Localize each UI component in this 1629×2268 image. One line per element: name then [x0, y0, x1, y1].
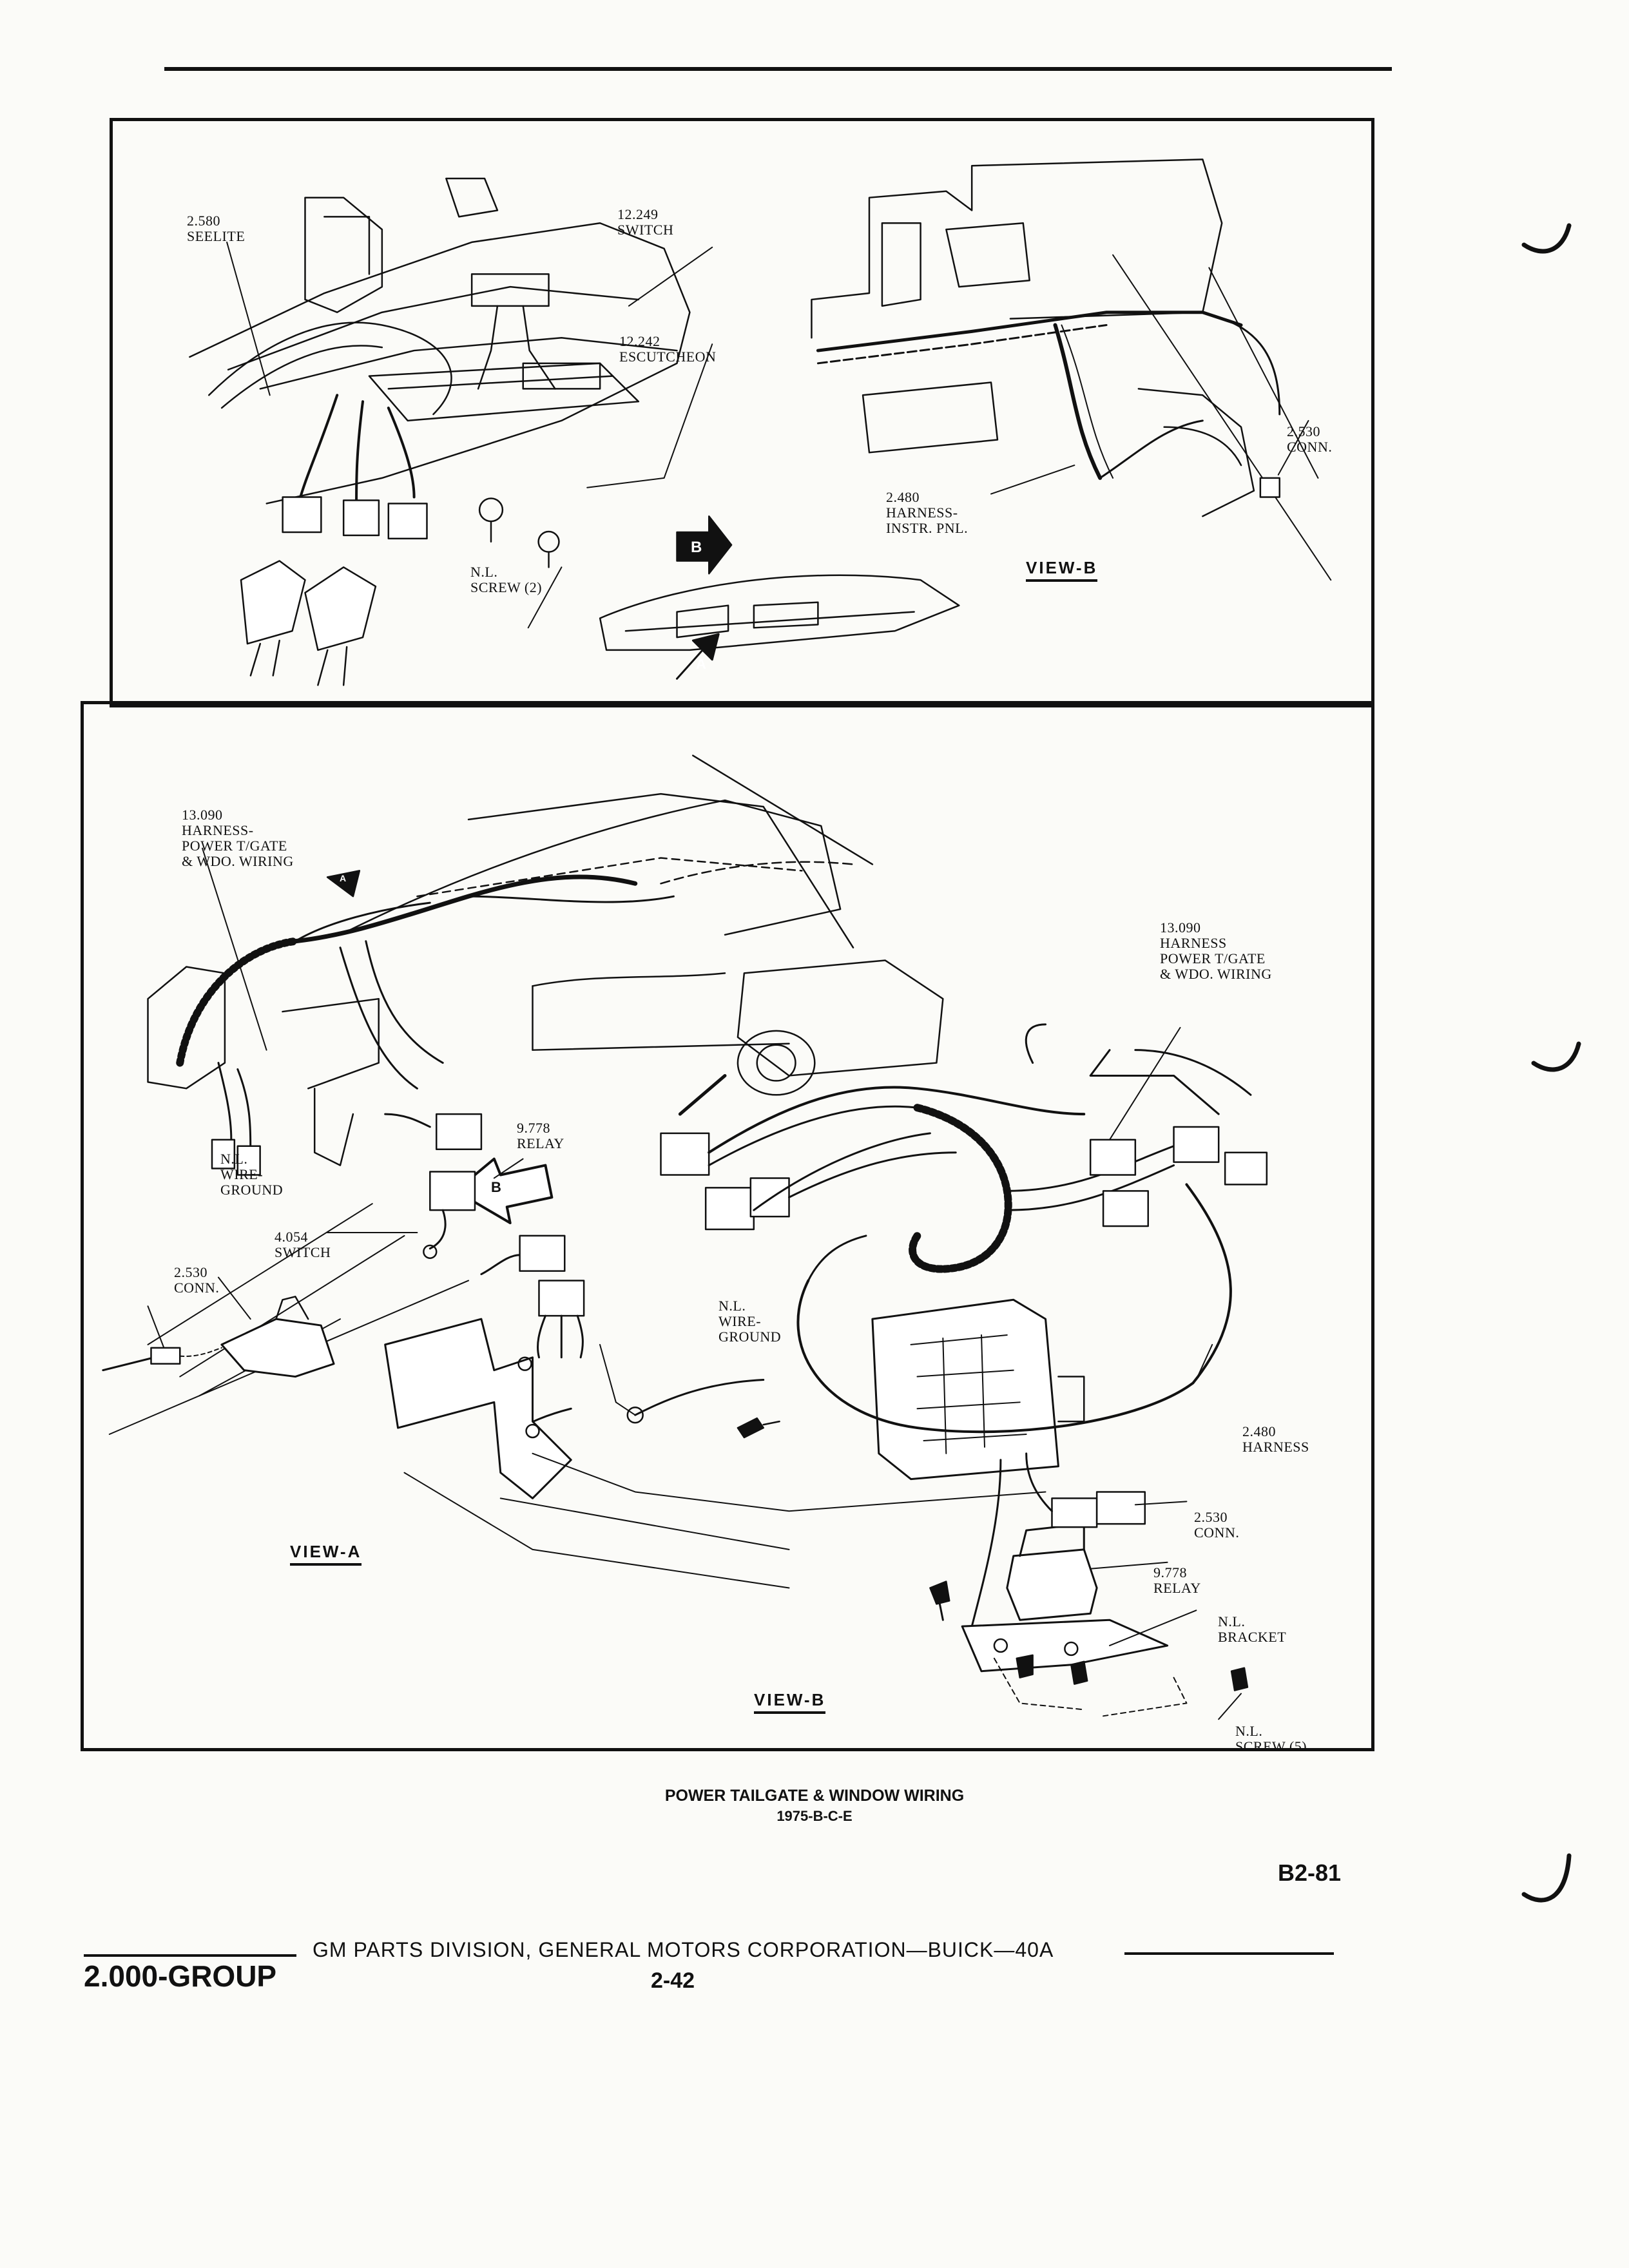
label-conn-right: 2.530 CONN. [1194, 1509, 1240, 1541]
top-diagram-panel: 2.580 SEELITE 12.249 SWITCH 12.242 ESCUT… [110, 118, 1374, 707]
label-harness-instr-pnl: 2.480 HARNESS- INSTR. PNL. [886, 489, 969, 536]
binder-hole-mark-3 [1521, 1853, 1572, 1903]
label-relay-left: 9.778 RELAY [517, 1120, 564, 1151]
footer-rule-left [84, 1954, 296, 1957]
label-screw-5: N.L. SCREW (5) [1235, 1723, 1307, 1751]
label-switch: 12.249 SWITCH [617, 206, 674, 238]
label-harness-power-tgate-left: 13.090 HARNESS- POWER T/GATE & WDO. WIRI… [182, 807, 294, 869]
label-relay-right: 9.778 RELAY [1153, 1564, 1201, 1596]
label-wire-ground-mid: N.L. WIRE- GROUND [718, 1298, 782, 1345]
binder-hole-mark-2 [1531, 1041, 1581, 1072]
view-b-bottom-label: VIEW-B [754, 1690, 826, 1714]
diagram-caption-title: POWER TAILGATE & WINDOW WIRING [664, 1787, 965, 1805]
top-panel-illustration [113, 121, 1371, 704]
label-bracket: N.L. BRACKET [1218, 1613, 1287, 1645]
bottom-diagram-panel: 13.090 HARNESS- POWER T/GATE & WDO. WIRI… [81, 701, 1374, 1751]
view-a-bottom-label: VIEW-A [290, 1542, 362, 1566]
arrow-b-letter: B [691, 539, 702, 556]
label-screw-2: N.L. SCREW (2) [470, 564, 543, 595]
label-harness-2480: 2.480 HARNESS [1242, 1423, 1309, 1455]
label-seelite: 2.580 SEELITE [187, 213, 246, 244]
arrow-a-letter-bottom: A [340, 873, 347, 883]
label-escutcheon: 12.242 ESCUTCHEON [619, 333, 717, 365]
page-code: B2-81 [1278, 1860, 1342, 1886]
footer-division: GM PARTS DIVISION, GENERAL MOTORS CORPOR… [313, 1938, 1054, 1961]
view-b-top-label: VIEW-B [1026, 558, 1098, 582]
bottom-panel-illustration [84, 704, 1371, 1748]
arrow-a-letter: A [696, 656, 706, 672]
diagram-caption-subtitle: 1975-B-C-E [776, 1808, 853, 1824]
top-rule [164, 67, 1392, 71]
arrow-b-letter-bottom: B [491, 1179, 501, 1195]
label-switch-4054: 4.054 SWITCH [275, 1229, 331, 1260]
label-wire-ground-left: N.L. WIRE- GROUND [220, 1151, 284, 1198]
footer-group: 2.000-GROUP [84, 1959, 277, 1993]
binder-hole-mark-1 [1521, 223, 1572, 254]
footer-rule-right [1124, 1952, 1334, 1955]
label-conn-top: 2.530 CONN. [1287, 423, 1333, 455]
label-conn-left: 2.530 CONN. [174, 1264, 220, 1296]
label-harness-power-tgate-right: 13.090 HARNESS POWER T/GATE & WDO. WIRIN… [1160, 919, 1272, 982]
footer-page-number: 2-42 [651, 1968, 695, 1993]
